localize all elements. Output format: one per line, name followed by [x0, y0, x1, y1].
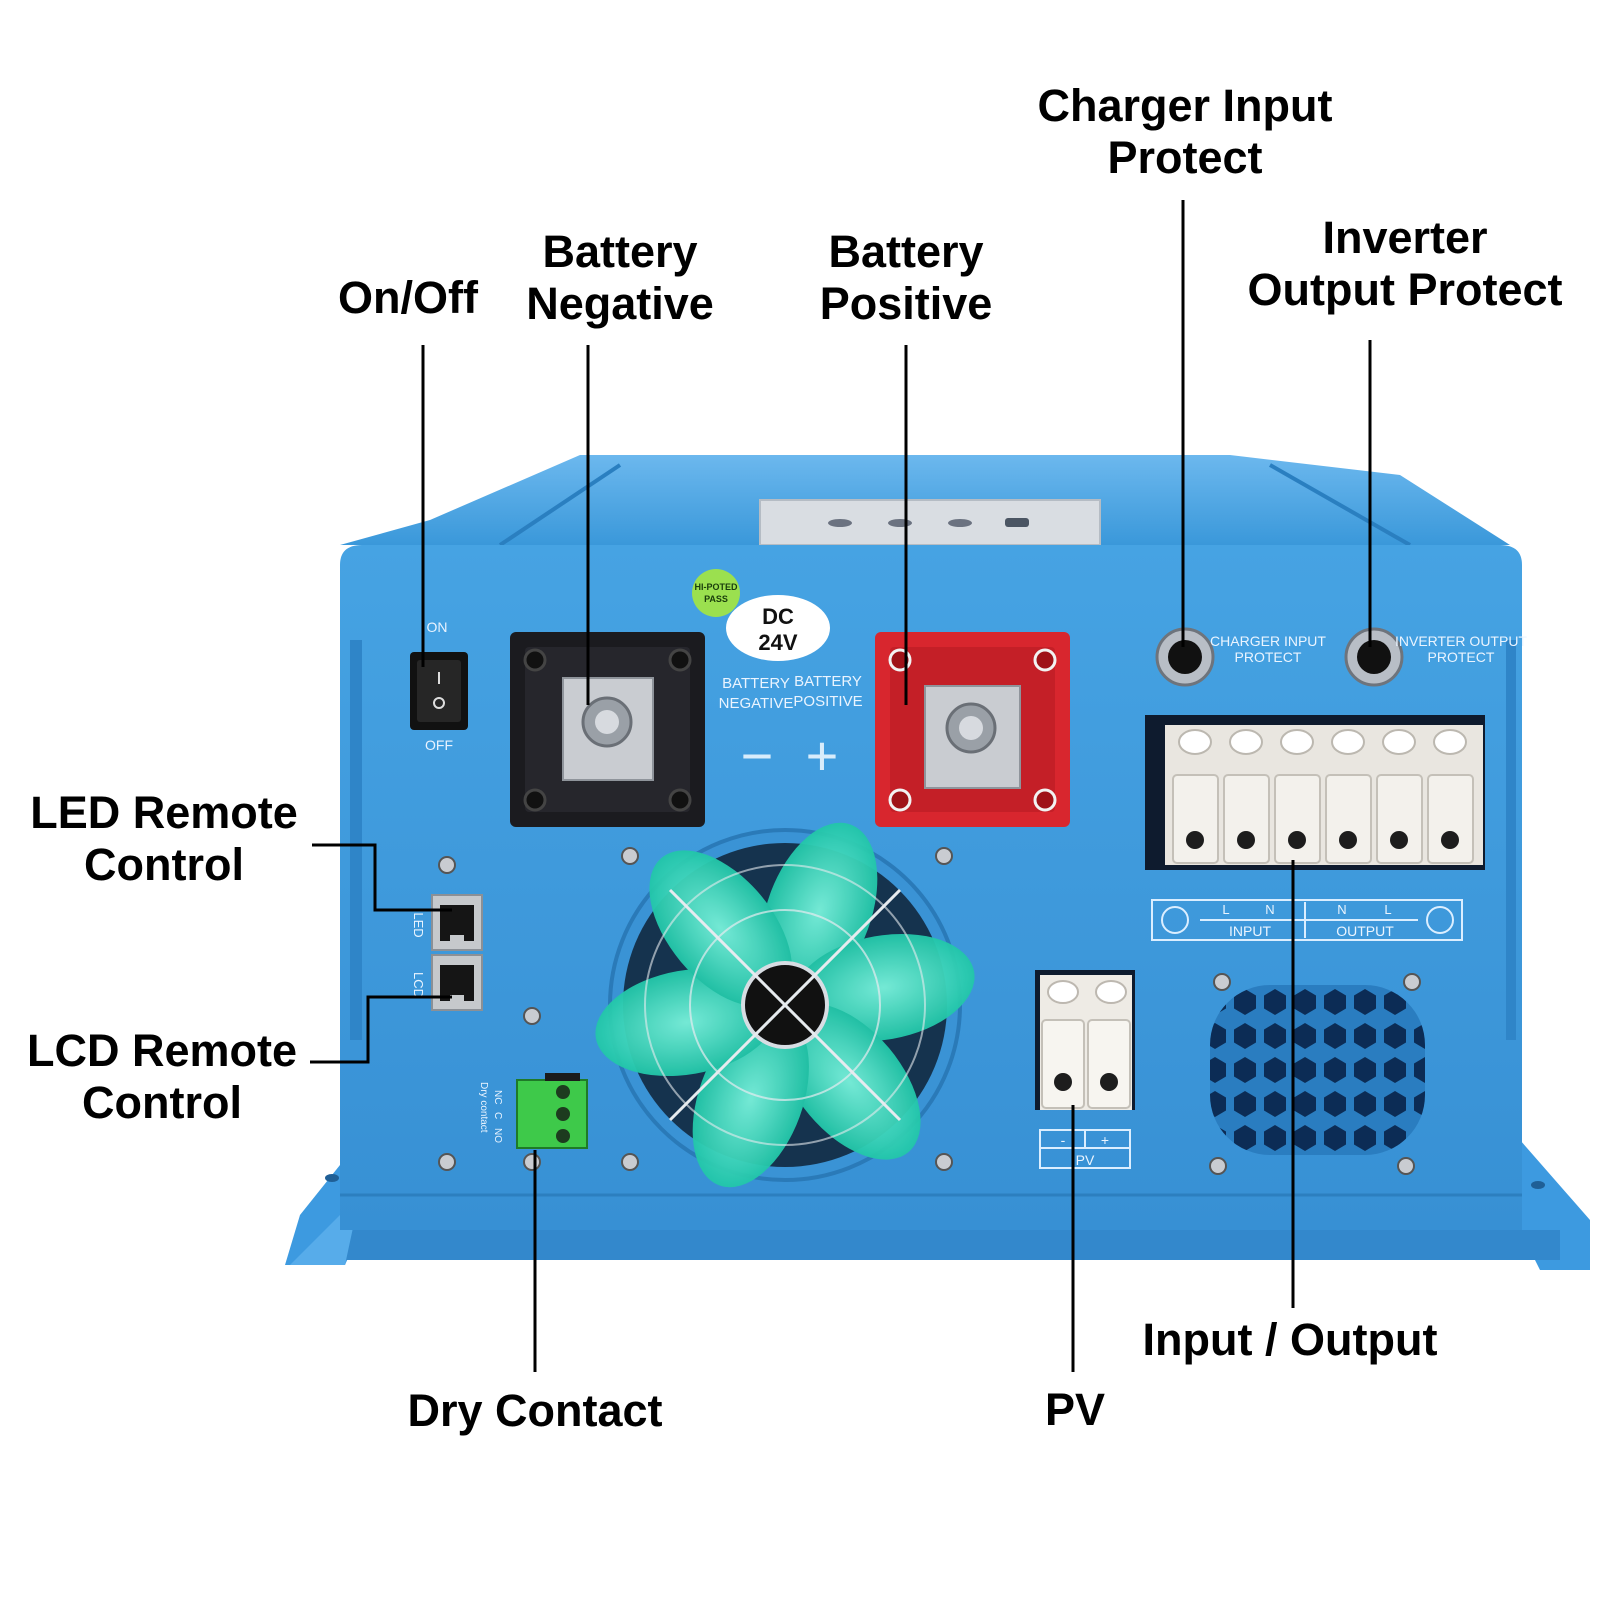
ground-icon	[1161, 906, 1189, 934]
chassis-top	[340, 455, 1510, 547]
leader-lcd-remote	[310, 995, 452, 1064]
callout-charger-input-line-1: Charger Input	[1037, 80, 1333, 131]
callout-battery-negative-line-2: Negative	[526, 278, 714, 329]
dry-contact-connector[interactable]	[516, 1073, 588, 1149]
callout-inverter-output-line-2: Output Protect	[1247, 264, 1563, 315]
callout-dry-contact-text: Dry Contact	[407, 1385, 663, 1436]
ac-terminal-block[interactable]	[1145, 715, 1485, 870]
voltage-sticker: DC 24V	[726, 595, 830, 661]
dc-text: DC	[762, 604, 794, 629]
switch-on-print: ON	[427, 619, 448, 635]
inverter-output-print-1: INVERTER OUTPUT	[1395, 633, 1527, 649]
callout-charger-input-protect: Charger Input Protect	[1025, 80, 1345, 184]
battery-positive-print-2: POSITIVE	[793, 693, 862, 710]
battery-positive-print-1: BATTERY	[794, 673, 862, 690]
inverter-output-protect-button[interactable]	[1344, 627, 1404, 687]
callout-on-off: On/Off	[338, 272, 478, 324]
pv-print: PV	[1076, 1152, 1095, 1168]
battery-negative-print-2: NEGATIVE	[719, 695, 794, 712]
ground-icon	[1426, 906, 1454, 934]
callout-input-output: Input / Output	[1115, 1314, 1465, 1366]
lcd-port-print: LCD	[411, 972, 426, 998]
callout-charger-input-line-2: Protect	[1107, 132, 1263, 183]
minus-sign: −	[741, 724, 774, 787]
io-print-panel	[1151, 899, 1463, 941]
vent-grille	[1209, 973, 1425, 1175]
lcd-remote-port[interactable]	[431, 954, 483, 1011]
hipot-line-1: HI-POTED	[694, 582, 738, 592]
dry-contact-print: Dry contact	[478, 1082, 489, 1133]
callout-battery-negative-line-1: Battery	[542, 226, 698, 277]
display-window	[759, 499, 1101, 546]
hipot-sticker: HI-POTED PASS	[692, 569, 740, 617]
battery-negative-print-1: BATTERY	[722, 675, 790, 692]
terminal-l-input: L	[1222, 902, 1229, 917]
battery-negative-terminal[interactable]	[510, 632, 705, 827]
leader-led-remote	[312, 843, 452, 912]
led-remote-port[interactable]	[431, 894, 483, 951]
voltage-text: 24V	[758, 630, 797, 655]
hipot-line-2: PASS	[704, 594, 728, 604]
callout-pv-text: PV	[1044, 1384, 1106, 1435]
callout-lcd-remote-line-1: LCD Remote	[26, 1025, 298, 1076]
callout-battery-negative: Battery Negative	[520, 226, 720, 330]
pv-plus-print: +	[1101, 1132, 1109, 1148]
dry-nc-print: NC	[492, 1090, 503, 1104]
terminal-n-output: N	[1337, 902, 1346, 917]
callout-dry-contact: Dry Contact	[380, 1385, 690, 1437]
dry-c-print: C	[492, 1112, 503, 1119]
callout-input-output-text: Input / Output	[1142, 1314, 1438, 1365]
callout-on-off-text: On/Off	[338, 272, 478, 323]
dry-no-print: NO	[492, 1128, 503, 1143]
led-port-print: LED	[411, 912, 426, 937]
switch-off-print: OFF	[425, 737, 453, 753]
callout-led-remote-line-2: Control	[84, 839, 244, 890]
charger-input-protect-button[interactable]	[1155, 627, 1215, 687]
plus-sign: +	[806, 724, 839, 787]
callout-battery-positive-line-1: Battery	[828, 226, 984, 277]
battery-positive-terminal[interactable]	[875, 632, 1070, 827]
charger-input-print-1: CHARGER INPUT	[1210, 633, 1326, 649]
pv-terminal[interactable]	[1035, 970, 1135, 1169]
power-switch[interactable]	[410, 652, 468, 730]
callout-battery-positive-line-2: Positive	[819, 278, 993, 329]
callout-inverter-output-protect: Inverter Output Protect	[1225, 212, 1585, 316]
callout-battery-positive: Battery Positive	[806, 226, 1006, 330]
charger-input-print-2: PROTECT	[1235, 649, 1302, 665]
cooling-fan	[595, 822, 975, 1188]
callout-inverter-output-line-1: Inverter	[1322, 212, 1488, 263]
pv-minus-print: -	[1061, 1132, 1066, 1148]
callout-lcd-remote-control: LCD Remote Control	[12, 1025, 312, 1129]
leader-lines	[310, 200, 1372, 1372]
terminal-n-input: N	[1265, 902, 1274, 917]
callout-lcd-remote-line-2: Control	[82, 1077, 242, 1128]
input-print: INPUT	[1229, 923, 1271, 939]
output-print: OUTPUT	[1336, 923, 1394, 939]
terminal-l-output: L	[1384, 902, 1391, 917]
inverter-output-print-2: PROTECT	[1428, 649, 1495, 665]
callout-led-remote-control: LED Remote Control	[14, 787, 314, 891]
callout-led-remote-line-1: LED Remote	[30, 787, 298, 838]
callout-pv: PV	[1020, 1384, 1130, 1436]
